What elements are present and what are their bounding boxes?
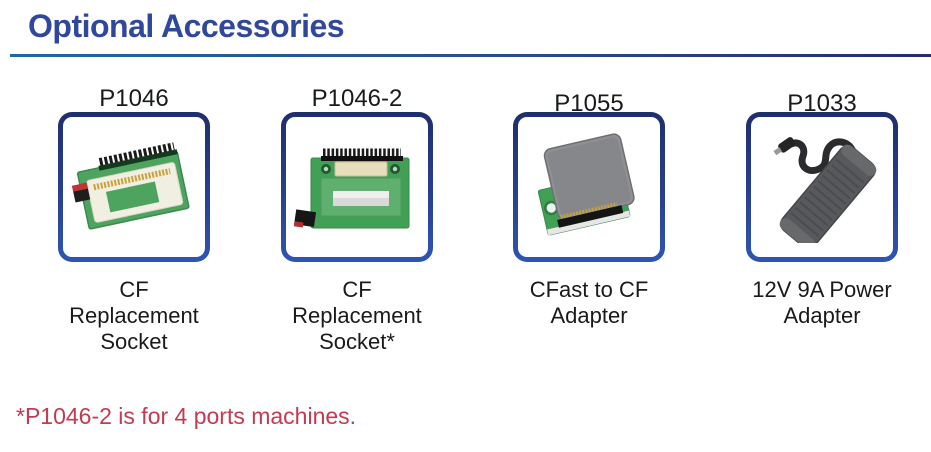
product-card-p1055: P1055 CFast to CF Adapter — [489, 80, 689, 329]
product-caption: CF Replacement Socket* — [292, 277, 422, 354]
model-label: P1055 — [554, 90, 624, 117]
product-card-p1046-2: P1046-2 — [257, 80, 457, 355]
p1033-power-adapter-image — [773, 137, 877, 243]
product-caption: CFast to CF Adapter — [529, 277, 649, 328]
product-frame — [746, 112, 898, 262]
title-underline — [10, 54, 931, 57]
product-frame — [281, 112, 433, 262]
p1055-cfast-adapter-image — [537, 133, 635, 236]
model-label: P1046-2 — [311, 85, 403, 112]
product-caption: 12V 9A Power Adapter — [752, 277, 892, 328]
p1046-2-cf-socket-board-image — [293, 148, 410, 229]
page-title: Optional Accessories — [28, 8, 345, 44]
model-label: P1046 — [99, 85, 169, 112]
product-frame — [513, 112, 665, 262]
model-label: P1033 — [787, 90, 857, 117]
product-frame — [58, 112, 210, 262]
p1046-cf-socket-board-image — [71, 142, 190, 230]
footnote-text: *P1046-2 is for 4 ports machines. — [16, 403, 357, 429]
product-card-p1046: P1046 CF Replacement Socket — [34, 80, 234, 355]
product-card-p1033: P1033 — [722, 80, 922, 329]
product-caption: CF Replacement Socket — [69, 277, 199, 354]
